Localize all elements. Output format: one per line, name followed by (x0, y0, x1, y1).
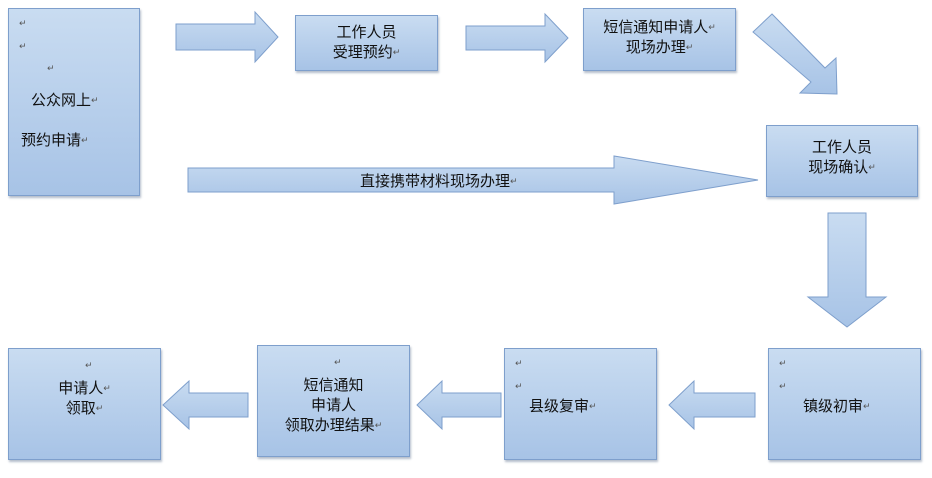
paragraph-mark: ↵ (85, 361, 93, 371)
node-online-apply-line1: 公众网上↵ (31, 91, 99, 109)
paragraph-mark: ↵ (515, 382, 523, 392)
node-sms-notify-onsite: 短信通知申请人↵ 现场办理↵ (583, 8, 736, 71)
paragraph-mark: ↵ (47, 64, 55, 74)
node-county-review: ↵ ↵ 县级复审↵ (504, 348, 657, 460)
node-sms-notify-result: ↵ 短信通知 申请人 领取办理结果↵ (257, 345, 410, 457)
paragraph-mark: ↵ (334, 358, 342, 368)
node-town-review: ↵ ↵ 镇级初审↵ (768, 348, 921, 460)
arrow-town-to-county (668, 379, 756, 431)
direct-onsite-label: 直接携带材料现场办理↵ (360, 172, 518, 190)
paragraph-mark: ↵ (779, 382, 787, 392)
node-online-apply-line2: 预约申请↵ (21, 131, 89, 149)
node-staff-confirm: 工作人员 现场确认↵ (766, 125, 918, 197)
arrow-county-to-sms (416, 379, 502, 431)
node-applicant-collect: ↵ 申请人↵ 领取↵ (8, 348, 161, 460)
paragraph-mark: ↵ (515, 359, 523, 369)
arrow-apply-to-accept (175, 10, 279, 64)
arrow-sms-to-collect (162, 379, 249, 431)
node-online-apply: ↵ ↵ ↵ 公众网上↵ 预约申请↵ (8, 8, 140, 196)
arrow-confirm-to-town (806, 212, 888, 328)
arrow-sms-to-confirm (752, 13, 838, 95)
paragraph-mark: ↵ (779, 359, 787, 369)
paragraph-mark: ↵ (19, 42, 27, 52)
arrow-accept-to-sms (465, 12, 569, 64)
arrow-direct-onsite (187, 155, 759, 205)
node-staff-accept: 工作人员 受理预约↵ (295, 15, 438, 71)
paragraph-mark: ↵ (19, 19, 27, 29)
